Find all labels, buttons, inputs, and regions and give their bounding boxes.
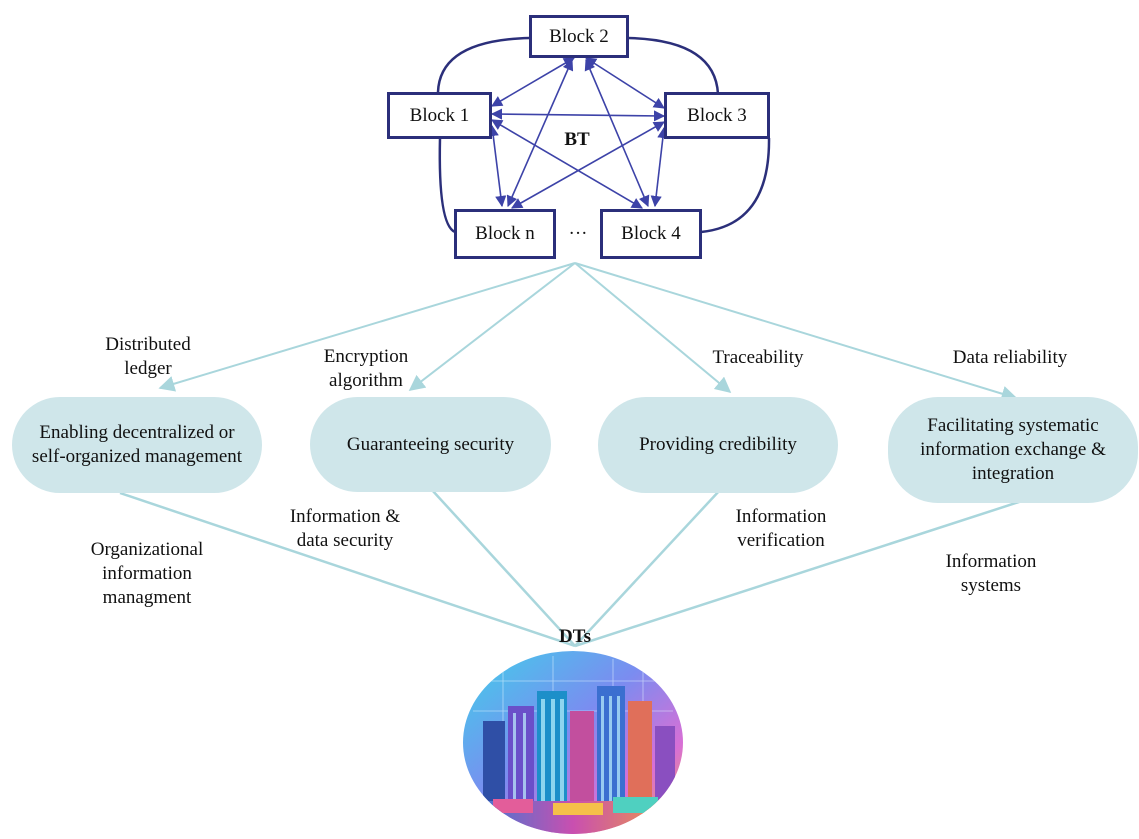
function-guaranteeing-security: Guaranteeing security: [310, 397, 551, 492]
function-information-exchange: Facilitating systematic information exch…: [888, 397, 1138, 503]
dts-label: DTs: [558, 626, 592, 647]
function-decentralized-management: Enabling decentralized or self-organized…: [12, 397, 262, 493]
block-mesh-arrows: [487, 57, 669, 209]
block-2: Block 2: [529, 15, 629, 58]
digital-twin-city-image: [463, 651, 683, 834]
app-label-organizational-information: Organizational information managment: [90, 539, 204, 608]
block-1: Block 1: [387, 92, 492, 139]
edge-label-traceability: Traceability: [712, 347, 804, 368]
app-label-information-data-security: Information & data security: [289, 506, 401, 551]
bt-label: BT: [564, 129, 590, 150]
app-label-information-verification: Information verification: [735, 506, 827, 551]
application-connectors: [119, 489, 1026, 648]
edge-label-encryption-algorithm: Encryption algorithm: [323, 346, 409, 391]
edge-label-data-reliability: Data reliability: [952, 347, 1068, 368]
function-providing-credibility: Providing credibility: [598, 397, 838, 493]
edge-label-distributed-ledger: Distributed ledger: [105, 334, 191, 379]
function-connectors: [158, 262, 1018, 402]
block-n: Block n: [454, 209, 556, 259]
block-ring: [436, 36, 771, 234]
app-label-information-systems: Information systems: [945, 551, 1037, 596]
blocks-ellipsis: ···: [568, 223, 588, 244]
block-4: Block 4: [600, 209, 702, 259]
block-3: Block 3: [664, 92, 770, 139]
